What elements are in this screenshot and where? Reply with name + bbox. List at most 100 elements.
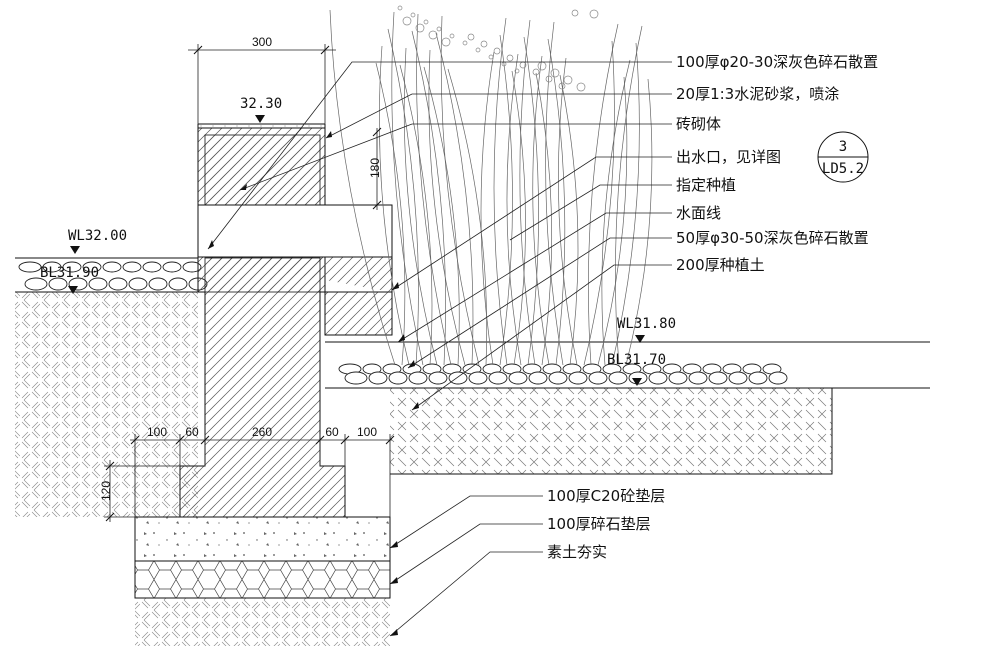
pebble: [142, 261, 162, 273]
pebble: [508, 371, 528, 385]
grass-blade: [428, 49, 466, 366]
callout-gravel-top: 100厚φ20-30深灰色碎石散置: [676, 53, 878, 71]
grass-blade: [499, 34, 513, 366]
callout-planting: 指定种植: [676, 176, 736, 194]
seed-head: [576, 82, 586, 92]
pebble: [528, 371, 548, 385]
grass-blade: [588, 23, 619, 366]
pebble: [62, 261, 82, 273]
seed-head: [493, 47, 501, 55]
grass-blade: [423, 66, 460, 366]
pebble: [608, 371, 628, 385]
pebble: [388, 371, 408, 385]
grass-blade: [411, 30, 446, 366]
compacted-soil-layer: [135, 598, 390, 646]
pebble: [148, 277, 168, 291]
dim-foot-260: 260: [252, 425, 272, 439]
concrete-layer: [134, 516, 391, 562]
level-bl-left: BL31.90: [40, 265, 99, 281]
grass-blade: [535, 72, 553, 366]
pebble: [548, 371, 568, 385]
grass-blade: [519, 19, 536, 366]
dim-foot-100-right: 100: [357, 425, 377, 439]
left-soil: [15, 291, 198, 517]
pebble: [368, 371, 388, 385]
grass-blade: [547, 38, 566, 366]
gravel-bed-layer: [134, 560, 391, 599]
seed-head: [545, 75, 553, 83]
pebble: [128, 277, 148, 291]
seed-head: [537, 61, 547, 71]
left-gravel-layer: [15, 257, 208, 291]
pebble: [24, 277, 48, 291]
seed-head: [467, 33, 475, 41]
seed-head: [532, 68, 540, 76]
pebble: [122, 261, 142, 273]
dimension-lines: 300 180 100 60 260 60 100 120: [99, 35, 395, 522]
pebble: [168, 277, 188, 291]
pebble: [588, 371, 608, 385]
grass-blade: [375, 62, 406, 366]
seed-head: [558, 82, 566, 90]
outlet-lip: [198, 256, 393, 336]
grass-blade: [416, 13, 452, 366]
grass-blade: [532, 55, 550, 366]
seed-head: [397, 5, 403, 11]
level-marks: 32.30 WL32.00 BL31.90 WL31.80 BL31.70: [40, 96, 676, 386]
level-triangle-icon: [68, 286, 78, 294]
grass-blade: [615, 25, 643, 366]
dim-footing-height: 120: [99, 481, 113, 501]
detail-ref-number: 3: [839, 139, 847, 155]
grass-blade: [545, 21, 564, 366]
grass-blade: [440, 15, 480, 366]
seed-head: [402, 16, 412, 26]
pebble: [18, 261, 42, 273]
pebble: [102, 261, 122, 273]
callout-mortar: 20厚1:3水泥砂浆，喷涂: [676, 85, 839, 103]
pebble: [748, 371, 768, 385]
callout-concrete: 100厚C20砼垫层: [547, 487, 665, 505]
seed-head: [480, 40, 488, 48]
grass-blade: [329, 9, 396, 366]
seed-head: [550, 68, 560, 78]
seed-head: [506, 54, 514, 62]
pebble: [42, 261, 62, 273]
pebble: [408, 371, 428, 385]
pebble: [468, 371, 488, 385]
dim-wall-width: 300: [252, 35, 272, 49]
seed-head: [563, 75, 573, 85]
right-soil: [325, 341, 930, 475]
grass-blade: [379, 45, 410, 366]
seed-head: [449, 33, 455, 39]
pebble: [82, 261, 102, 273]
leader-lines: [207, 61, 672, 637]
callout-water-line: 水面线: [676, 204, 721, 222]
callout-gravel-bed: 100厚碎石垫层: [547, 515, 651, 533]
seed-head: [436, 26, 442, 32]
grass-blade: [558, 57, 578, 366]
seed-head: [415, 23, 425, 33]
grass-blade: [480, 51, 495, 366]
ornamental-grass: [329, 5, 653, 366]
grass-blade: [493, 17, 508, 366]
detail-ref-sheet: LD5.2: [822, 161, 864, 177]
seed-head: [428, 30, 438, 40]
grass-blade: [506, 53, 522, 366]
callout-planting-soil: 200厚种植土: [676, 256, 765, 274]
grass-blade: [435, 32, 474, 366]
callout-compacted-soil: 素土夯实: [547, 543, 607, 561]
pebble: [88, 277, 108, 291]
seed-head: [475, 47, 481, 53]
grass-blade: [611, 42, 640, 366]
grass-blade: [523, 36, 539, 366]
dim-foot-100-left: 100: [147, 425, 167, 439]
pebble: [708, 371, 728, 385]
pebble: [728, 371, 748, 385]
pebble: [162, 261, 182, 273]
pebble: [428, 371, 448, 385]
callout-outlet: 出水口，见详图: [676, 148, 781, 166]
seed-head: [488, 54, 494, 60]
seed-head: [571, 9, 579, 17]
callout-gravel-bottom: 50厚φ30-50深灰色碎石散置: [676, 229, 869, 247]
level-triangle-icon: [70, 246, 80, 254]
